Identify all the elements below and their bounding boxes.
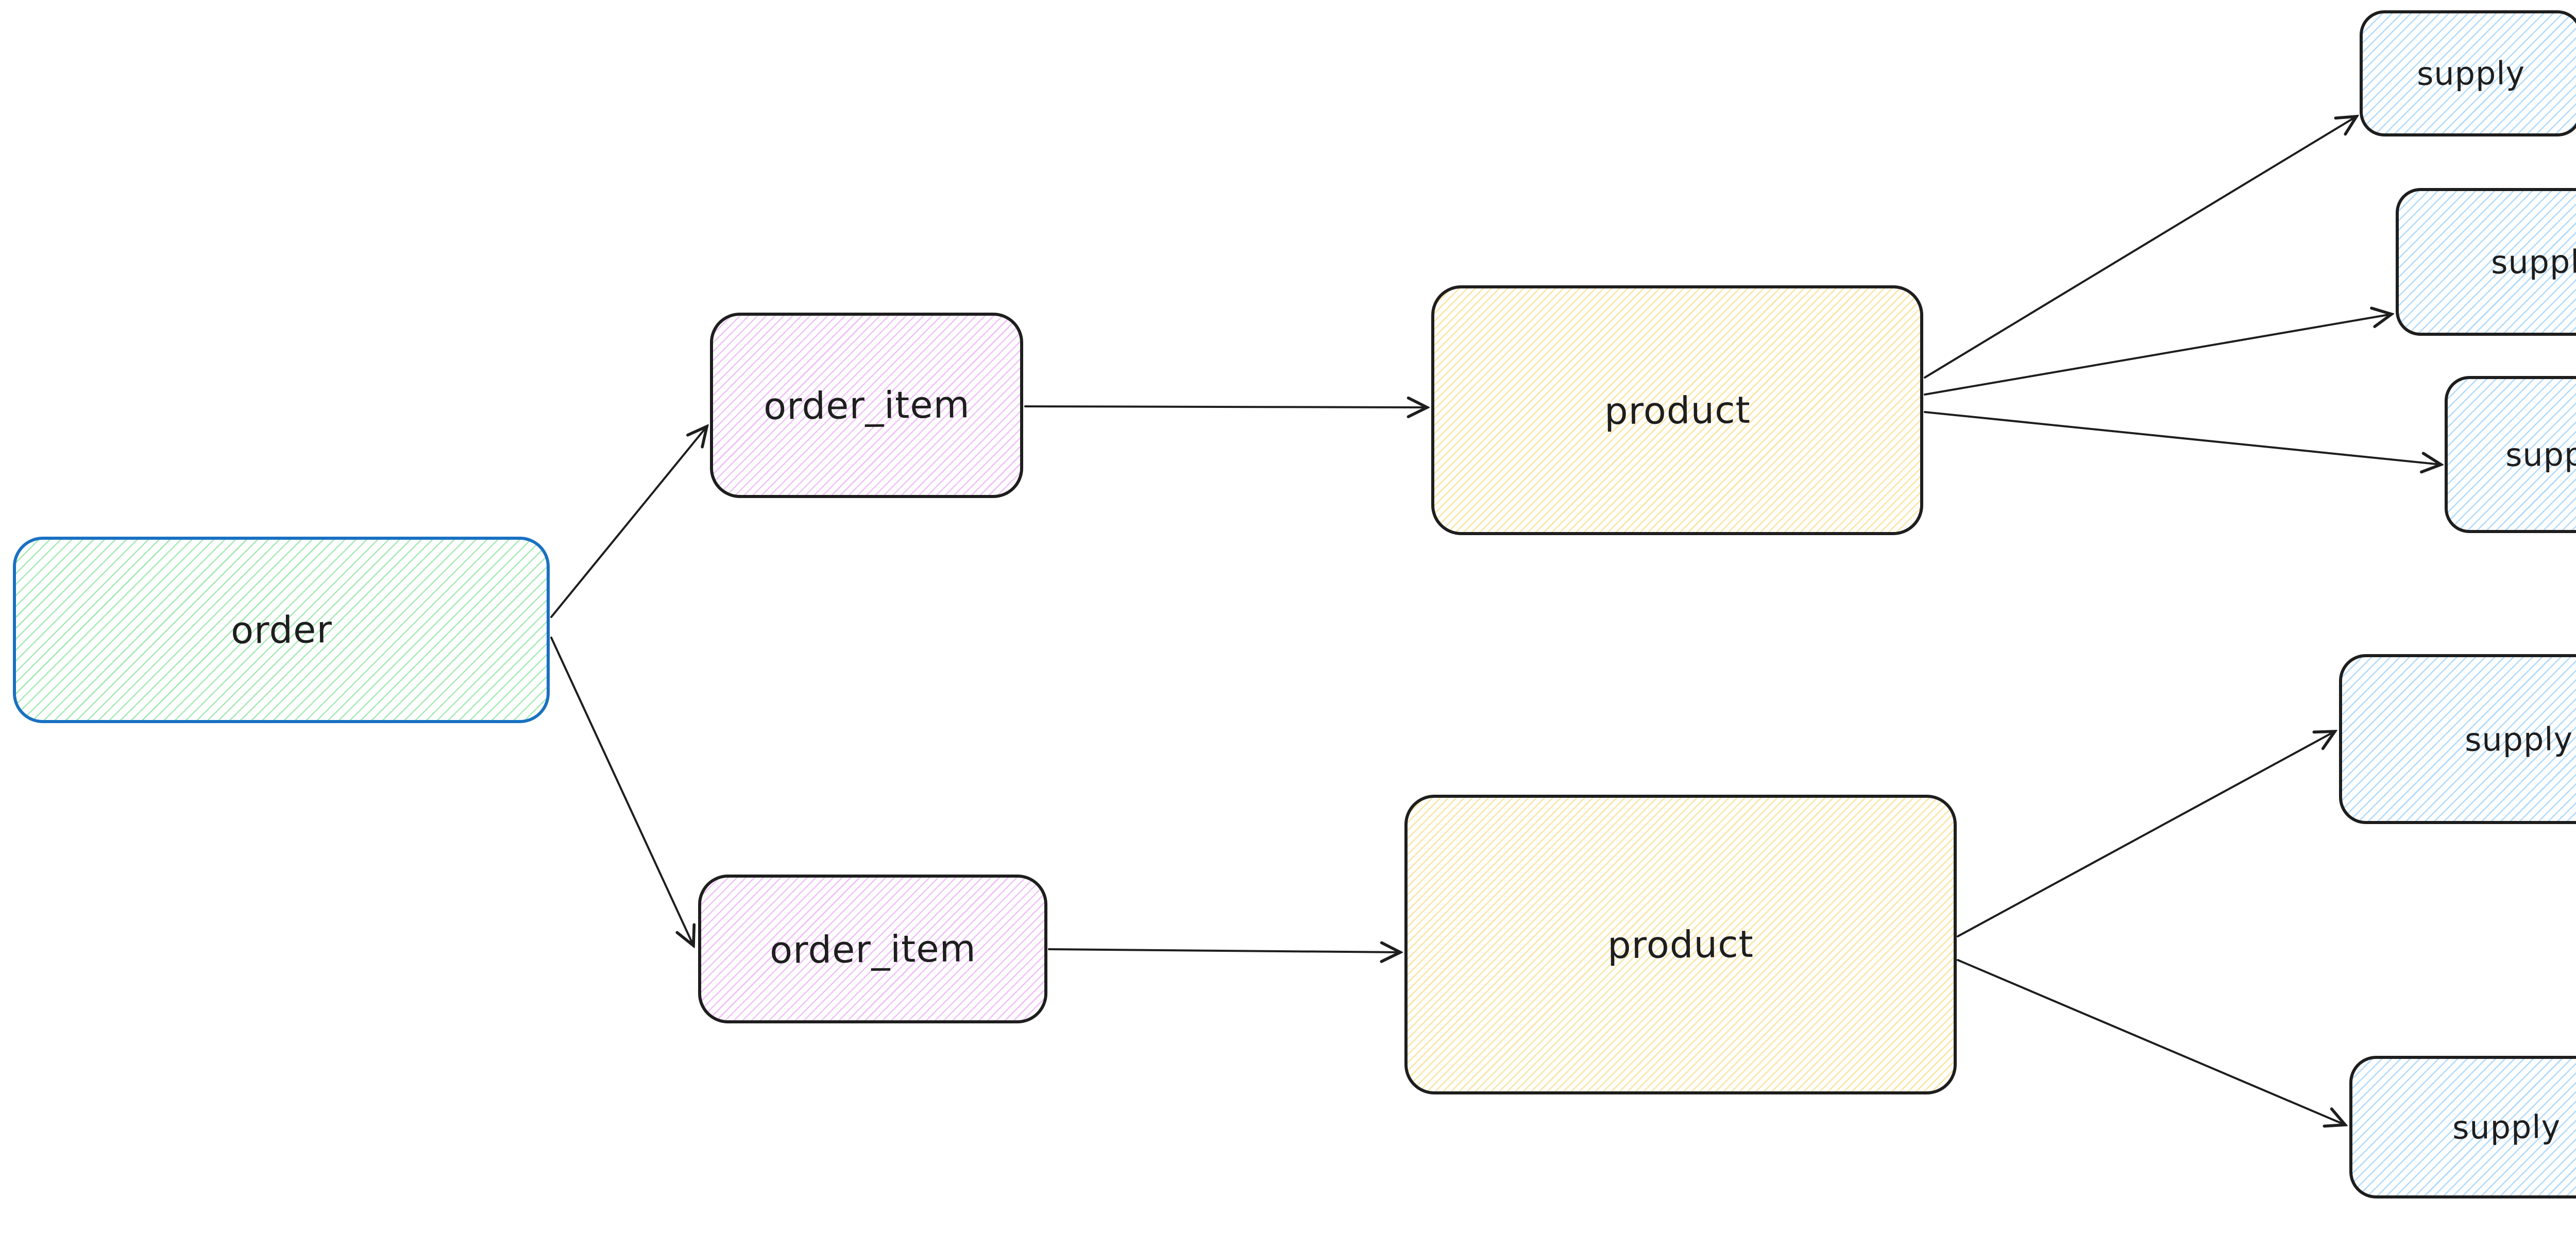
node-supply-top-3[interactable]: supply xyxy=(2445,376,2576,533)
node-supply-top-1[interactable]: supply xyxy=(2360,10,2576,136)
arrow-product-top-to-supply-1[interactable] xyxy=(1924,116,2357,379)
node-product-bottom-label: product xyxy=(1607,922,1754,967)
arrow-product-bottom-to-supply-4[interactable] xyxy=(1957,731,2335,937)
node-supply-top-2-label: supply xyxy=(2490,243,2576,281)
node-supply-top-1-label: supply xyxy=(2416,54,2526,93)
node-supply-bottom-1[interactable]: supply xyxy=(2339,654,2576,824)
node-order-item-bottom[interactable]: order_item xyxy=(698,875,1047,1023)
node-product-bottom[interactable]: product xyxy=(1404,795,1957,1094)
arrow-order-item-bottom-to-product[interactable] xyxy=(1048,949,1400,952)
node-supply-bottom-1-label: supply xyxy=(2464,720,2573,759)
node-order-label: order xyxy=(230,608,332,652)
arrow-product-top-to-supply-3[interactable] xyxy=(1924,411,2441,465)
node-order[interactable]: order xyxy=(13,537,550,723)
arrow-order-to-order-item-bottom[interactable] xyxy=(550,637,693,946)
node-order-item-top[interactable]: order_item xyxy=(710,313,1023,498)
node-order-item-top-label: order_item xyxy=(763,383,970,428)
node-order-item-bottom-label: order_item xyxy=(769,926,976,972)
node-supply-top-2[interactable]: supply xyxy=(2396,188,2576,336)
node-supply-bottom-2[interactable]: supply xyxy=(2349,1056,2576,1198)
arrow-order-to-order-item-top[interactable] xyxy=(550,426,707,618)
node-supply-top-3-label: supply xyxy=(2505,435,2576,474)
node-supply-bottom-2-label: supply xyxy=(2452,1108,2561,1146)
arrow-order-item-top-to-product[interactable] xyxy=(1024,406,1427,407)
arrow-product-bottom-to-supply-5[interactable] xyxy=(1957,959,2345,1125)
node-product-top[interactable]: product xyxy=(1431,285,1923,535)
node-product-top-label: product xyxy=(1604,388,1751,433)
arrow-product-top-to-supply-2[interactable] xyxy=(1924,314,2392,396)
